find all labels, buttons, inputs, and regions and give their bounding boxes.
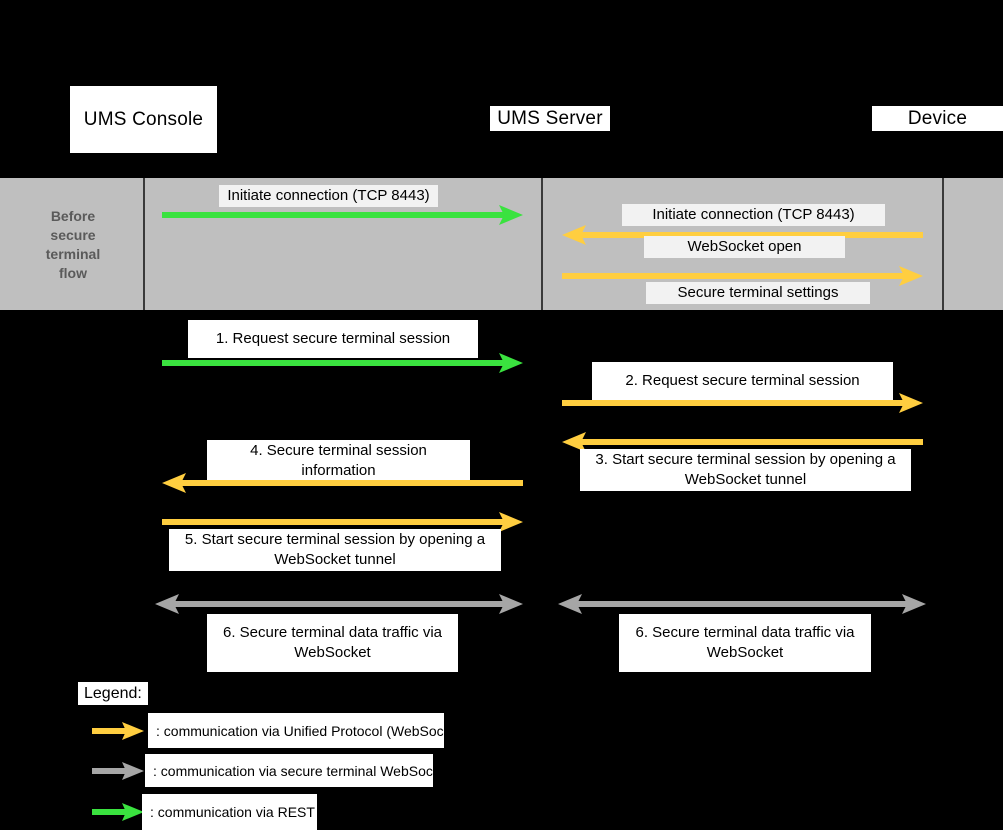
actor-label-ums-server: UMS Server: [497, 107, 603, 129]
step-6-right-label: 6. Secure terminal data traffic via WebS…: [619, 614, 871, 672]
step-3-label: 3. Start secure terminal session by open…: [580, 449, 911, 491]
band-message-label-2: Initiate connection (TCP 8443): [622, 204, 885, 226]
step-2-text: 2. Request secure terminal session: [625, 372, 860, 389]
phase-band-label-line-2: secure: [50, 227, 96, 243]
step-6-left-arrow: [155, 594, 523, 614]
band-divider-3: [942, 178, 944, 310]
legend-item-unified: : communication via Unified Protocol (We…: [148, 713, 467, 748]
step-5-text: 5. Start secure terminal session by open…: [184, 531, 486, 568]
step-5-arrow: [162, 512, 523, 532]
legend-arrow-unified-icon: [92, 722, 144, 740]
band-message-text-3: WebSocket open: [687, 238, 802, 255]
step-4-text: 4. Secure terminal session information: [250, 442, 427, 479]
step-6-right-arrow: [558, 594, 926, 614]
band-message-text-1: Initiate connection (TCP 8443): [227, 187, 430, 204]
step-1-label: 1. Request secure terminal session: [188, 320, 478, 358]
step-6-left-text: 6. Secure terminal data traffic via WebS…: [223, 624, 442, 661]
phase-band-label-line-1: Before: [50, 208, 96, 224]
legend-arrow-secure-icon: [92, 762, 144, 780]
band-arrow-initiate-connection-rest: [162, 205, 523, 225]
legend-item-unified-text: : communication via Unified Protocol (We…: [156, 722, 467, 739]
actor-box-ums-console: UMS Console: [70, 86, 217, 153]
step-1-arrow: [162, 353, 523, 373]
band-message-text-4: Secure terminal settings: [677, 284, 839, 301]
phase-band-label-line-4: flow: [59, 265, 87, 281]
step-2-arrow: [562, 393, 923, 413]
actor-box-device: Device: [872, 106, 1003, 131]
legend-arrow-rest-icon: [92, 803, 144, 821]
legend-title: Legend:: [78, 682, 148, 705]
legend-item-rest: : communication via REST: [142, 794, 317, 830]
step-3-text: 3. Start secure terminal session by open…: [595, 451, 896, 488]
step-6-right-text: 6. Secure terminal data traffic via WebS…: [635, 624, 855, 661]
step-3-arrow: [562, 432, 923, 452]
phase-band-label: Before secure terminal flow: [10, 200, 136, 290]
legend-item-secure-text: : communication via secure terminal WebS…: [153, 762, 452, 779]
band-divider-1: [143, 178, 145, 310]
band-arrow-initiate-connection-unified: [562, 225, 923, 245]
band-message-label-4: Secure terminal settings: [646, 282, 870, 304]
band-message-label-3: WebSocket open: [644, 236, 845, 258]
step-6-left-label: 6. Secure terminal data traffic via WebS…: [207, 614, 458, 672]
step-5-label: 5. Start secure terminal session by open…: [169, 529, 501, 571]
step-4-arrow: [162, 473, 523, 493]
legend-item-secure: : communication via secure terminal WebS…: [145, 754, 452, 787]
legend-title-text: Legend:: [84, 684, 142, 702]
step-2-label: 2. Request secure terminal session: [592, 362, 893, 400]
band-divider-2: [541, 178, 543, 310]
actor-box-ums-server: UMS Server: [490, 106, 610, 131]
step-1-text: 1. Request secure terminal session: [215, 330, 451, 347]
band-message-text-2: Initiate connection (TCP 8443): [652, 206, 855, 223]
band-message-label-1: Initiate connection (TCP 8443): [219, 185, 438, 207]
actor-label-device: Device: [907, 107, 968, 129]
actor-label-ums-console: UMS Console: [83, 108, 204, 130]
step-4-label: 4. Secure terminal session information: [207, 440, 470, 482]
phase-band-label-line-3: terminal: [45, 246, 101, 262]
band-arrow-secure-terminal-settings: [562, 266, 923, 286]
legend-item-rest-text: : communication via REST: [150, 804, 315, 820]
